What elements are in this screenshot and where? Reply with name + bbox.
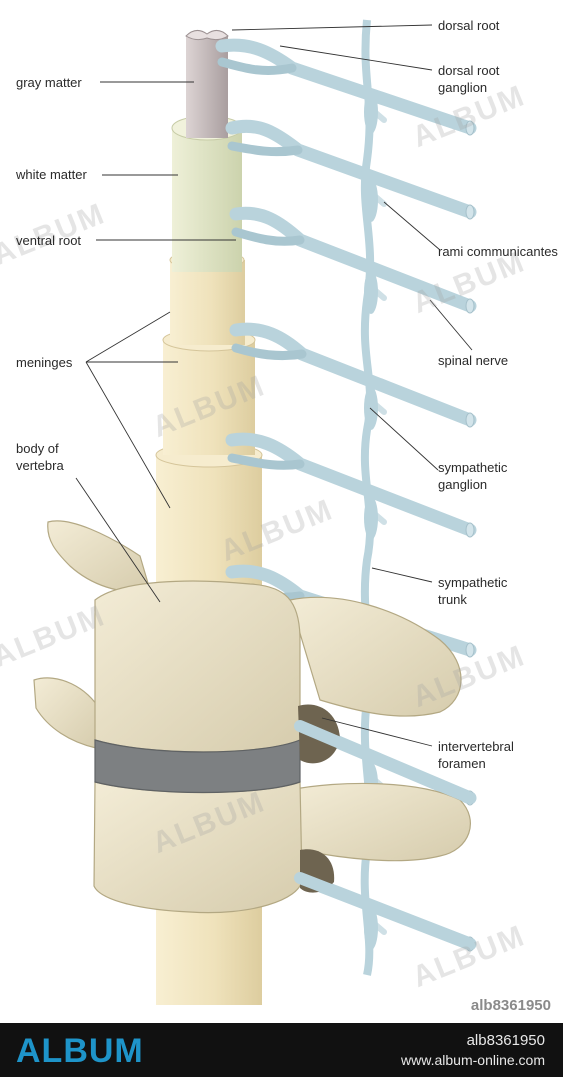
label-rami-communicantes: rami communicantes bbox=[438, 244, 558, 259]
watermark-reference: alb8361950 bbox=[470, 997, 551, 1014]
label-intervertebral-foramen: intervertebral foramen bbox=[438, 739, 514, 771]
label-ventral-root: ventral root bbox=[16, 233, 82, 248]
label-gray-matter: gray matter bbox=[16, 75, 82, 90]
footer-website-link[interactable]: www.album-online.com bbox=[401, 1052, 545, 1068]
leader-sympathetic-trunk bbox=[371, 567, 433, 583]
footer-brand-logo[interactable]: ALBUM bbox=[16, 1032, 144, 1070]
spinal-anatomy-drawing bbox=[33, 19, 477, 1005]
leader-body-of-vertebra bbox=[75, 477, 161, 603]
leader-lines bbox=[75, 24, 473, 747]
leader-dorsal-root bbox=[231, 24, 433, 31]
vertebra-upper-process bbox=[289, 596, 462, 717]
footer-image-id: alb8361950 bbox=[466, 1032, 545, 1049]
vertebrae bbox=[33, 520, 471, 914]
label-body-of-vertebra: body of vertebra bbox=[16, 441, 64, 473]
label-meninges: meninges bbox=[16, 355, 73, 370]
leader-dorsal-root-ganglion bbox=[279, 45, 433, 71]
leader-intervertebral-foramen bbox=[321, 717, 433, 747]
leader-rami-communicantes bbox=[383, 201, 441, 251]
anatomy-illustration: ALBUM ALBUM ALBUM ALBUM ALBUM ALBUM ALBU… bbox=[0, 18, 558, 1014]
vertebral-body-lower bbox=[93, 781, 303, 914]
label-sympathetic-ganglion: sympathetic ganglion bbox=[438, 460, 508, 492]
intervertebral-disc bbox=[94, 739, 301, 794]
label-sympathetic-trunk: sympathetic trunk bbox=[438, 575, 508, 607]
label-dorsal-root: dorsal root bbox=[438, 18, 500, 33]
meninges-layers bbox=[155, 250, 263, 600]
leader-sympathetic-ganglion bbox=[369, 407, 439, 471]
left-lower-process bbox=[33, 677, 101, 749]
footer-bar: ALBUM alb8361950 www.album-online.com bbox=[0, 1023, 563, 1077]
label-white-matter: white matter bbox=[16, 167, 87, 182]
left-transverse-process bbox=[47, 520, 151, 593]
gray-matter-column bbox=[185, 30, 229, 138]
white-matter-column bbox=[171, 115, 243, 272]
spinal-cord-lower bbox=[156, 905, 262, 1005]
foramen-nerves bbox=[294, 720, 476, 950]
leader-meninges bbox=[85, 311, 178, 509]
vertebra-lower-process bbox=[289, 782, 471, 862]
leader-spinal-nerve bbox=[429, 299, 473, 351]
vertebral-body-upper bbox=[94, 580, 301, 753]
label-spinal-nerve: spinal nerve bbox=[438, 353, 509, 368]
label-dorsal-root-ganglion: dorsal root ganglion bbox=[438, 63, 500, 95]
